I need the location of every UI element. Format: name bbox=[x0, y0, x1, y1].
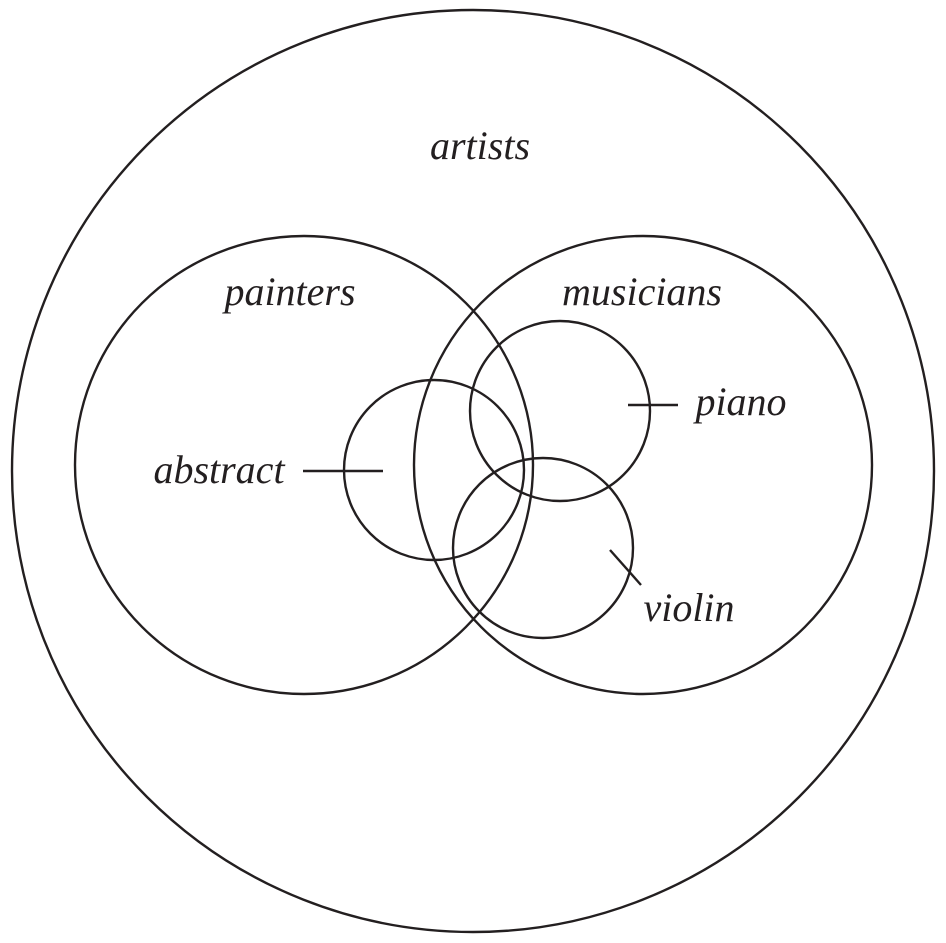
piano-circle bbox=[468, 319, 652, 503]
painters-circle bbox=[73, 234, 535, 696]
violin-circle bbox=[451, 456, 635, 640]
violin-leader-line bbox=[609, 549, 642, 586]
musicians-circle bbox=[412, 234, 874, 696]
painters-label: painters bbox=[221, 269, 355, 314]
abstract-label: abstract bbox=[153, 447, 285, 492]
artists-label: artists bbox=[430, 123, 530, 168]
musicians-label: musicians bbox=[562, 269, 722, 314]
piano-label: piano bbox=[692, 379, 786, 424]
violin-label: violin bbox=[643, 585, 734, 630]
artists-circle bbox=[10, 8, 936, 934]
